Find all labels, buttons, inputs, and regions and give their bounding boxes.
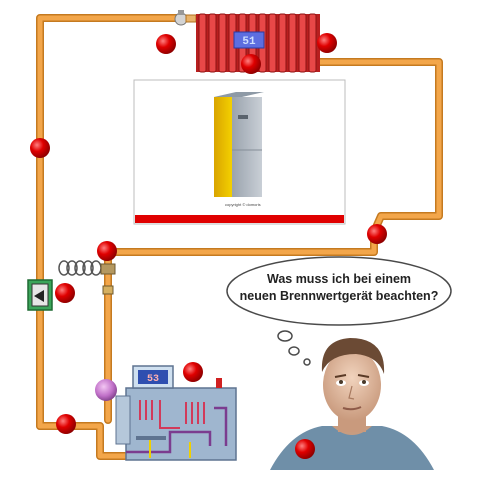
thinking-man-photo bbox=[270, 338, 434, 470]
product-image-frame: copyright © domoris bbox=[133, 79, 346, 225]
hotspot-radiator-right[interactable] bbox=[317, 33, 337, 53]
coil-icon bbox=[58, 260, 102, 276]
thought-bubble-text: Was muss ich bei einem neuen Brennwertge… bbox=[234, 271, 444, 305]
hotspot-boiler-display[interactable] bbox=[183, 362, 203, 382]
boiler-unit: 53 bbox=[115, 365, 237, 461]
hotspot-flow-pipe[interactable] bbox=[30, 138, 50, 158]
radiator-display bbox=[233, 31, 265, 49]
valve-icon bbox=[100, 263, 116, 295]
hotspot-coil[interactable] bbox=[97, 241, 117, 261]
hotspot-return-pipe-right[interactable] bbox=[367, 224, 387, 244]
boiler-display-value: 53 bbox=[147, 374, 159, 385]
hotspot-person[interactable] bbox=[295, 439, 315, 459]
hotspot-return-pipe-left[interactable] bbox=[56, 414, 76, 434]
valve-icon bbox=[174, 10, 197, 26]
hotspot-radiator-display[interactable] bbox=[241, 54, 261, 74]
hotspot-pump[interactable] bbox=[95, 379, 117, 401]
pump-icon bbox=[27, 279, 53, 311]
hotspot-radiator-left[interactable] bbox=[156, 34, 176, 54]
thought-line-1: Was muss ich bei einem bbox=[266, 272, 412, 286]
thought-line-2: neuen Brennwertgerät beachten? bbox=[239, 289, 439, 303]
hotspot-expansion-device[interactable] bbox=[55, 283, 75, 303]
condensing-boiler-image bbox=[214, 92, 264, 197]
hotspots bbox=[30, 33, 387, 459]
thought-bubble bbox=[226, 256, 452, 366]
image-caption: copyright © domoris bbox=[225, 202, 261, 207]
accent-bar bbox=[135, 215, 344, 223]
radiator-display-value: 51 bbox=[242, 36, 256, 48]
